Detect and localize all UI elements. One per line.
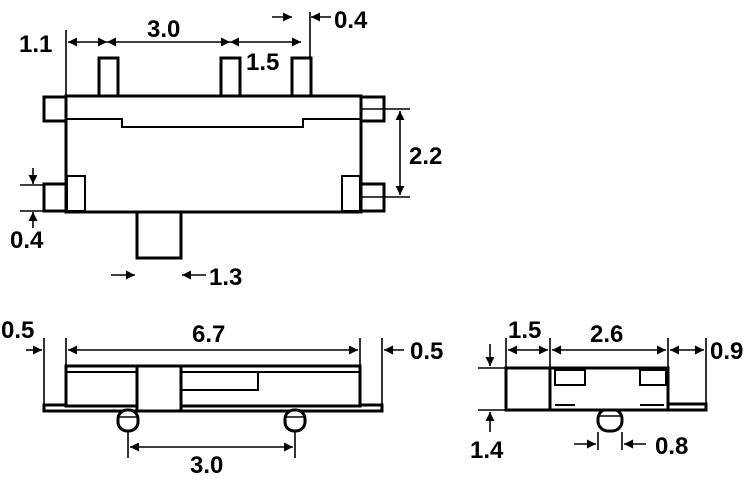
actuator-side — [504, 366, 552, 412]
actuator-front — [135, 364, 183, 413]
dim-actuator-offset: 1.5 — [508, 317, 541, 344]
dim-peg-pitch: 3.0 — [190, 452, 223, 479]
dim-side-body-height: 1.4 — [470, 437, 504, 464]
dim-pin-edge-offset: 1.1 — [19, 31, 52, 58]
dim-left-overhang: 0.5 — [1, 317, 34, 344]
pin-middle — [219, 56, 242, 100]
dim-right-overhang: 0.5 — [410, 338, 443, 365]
dim-pin-gap: 1.5 — [246, 49, 279, 76]
pin-right — [290, 56, 313, 100]
pin-left — [97, 56, 120, 100]
front-view: 0.5 6.7 0.5 3.0 — [1, 317, 443, 479]
top-view: 1.1 3.0 0.4 1.5 2.2 0.4 1.3 — [10, 7, 442, 291]
side-view: 1.5 2.6 0.9 1.4 0.8 — [470, 317, 743, 464]
peg-left — [116, 408, 140, 433]
dim-tab-height: 0.4 — [10, 227, 44, 254]
dim-pin-width: 0.4 — [334, 7, 368, 34]
inner-tab-left — [66, 175, 86, 212]
terminal-lead — [662, 402, 708, 412]
actuator-knob — [135, 206, 183, 260]
dim-body-length: 6.7 — [192, 321, 225, 348]
dim-peg-diameter: 0.8 — [655, 433, 688, 460]
dim-body-height: 2.2 — [409, 143, 442, 170]
dim-terminal-extension: 0.9 — [710, 338, 743, 365]
slot-line — [67, 118, 360, 128]
side-inner-block-left — [554, 369, 586, 386]
actuator-slot — [180, 371, 259, 391]
side-peg — [596, 407, 624, 433]
dim-actuator-width: 1.3 — [209, 264, 242, 291]
dim-pin-pitch: 3.0 — [147, 16, 180, 43]
peg-right — [283, 408, 307, 433]
inner-tab-right — [341, 175, 361, 212]
dim-body-depth: 2.6 — [590, 321, 623, 348]
switch-body-top — [64, 94, 363, 214]
side-inner-block-right — [639, 369, 667, 386]
